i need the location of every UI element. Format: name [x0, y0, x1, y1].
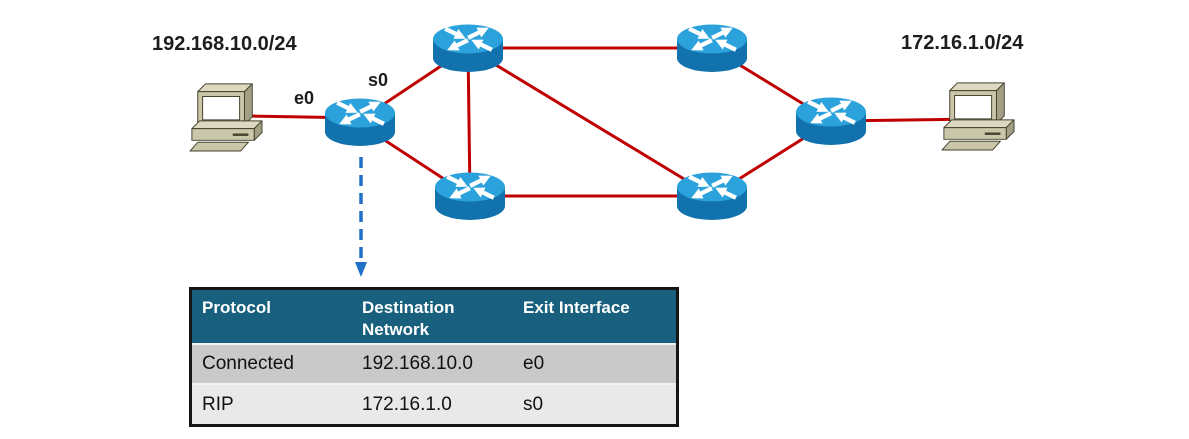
router-icon — [796, 96, 866, 145]
column-header-destination-network: Destination Network — [362, 297, 523, 341]
router-icon — [677, 171, 747, 220]
cell-exit-interface: s0 — [523, 393, 544, 415]
router-icon — [325, 97, 395, 146]
routing-table-header: Protocol Destination Network Exit Interf… — [192, 290, 676, 343]
cell-protocol: RIP — [202, 393, 234, 415]
cell-destination-network: 192.168.10.0 — [362, 353, 473, 374]
table-row: Connected 192.168.10.0 e0 — [192, 343, 676, 383]
link-r2-r5 — [467, 46, 713, 198]
router-icon — [677, 23, 747, 72]
column-header-destination-network-label: Destination Network — [362, 298, 455, 339]
serial-interface-label: s0 — [368, 70, 389, 90]
pc-icon — [941, 82, 1015, 151]
table-row: RIP 172.16.1.0 s0 — [192, 383, 676, 424]
cell-exit-interface: e0 — [523, 353, 545, 374]
ethernet-interface-label: e0 — [294, 88, 315, 108]
left-network-label: 192.168.10.0/24 — [152, 33, 297, 55]
router-icon — [433, 23, 503, 72]
dashed-arrow-icon — [355, 157, 367, 277]
pc-icon — [189, 83, 263, 152]
column-header-exit-interface: Exit Interface — [523, 298, 630, 317]
right-network-label: 172.16.1.0/24 — [901, 32, 1024, 54]
routing-table: Protocol Destination Network Exit Interf… — [189, 287, 679, 427]
cell-destination-network: 172.16.1.0 — [362, 393, 452, 415]
column-header-protocol: Protocol — [202, 298, 271, 317]
link-r2-r4 — [466, 47, 472, 197]
router-icon — [435, 171, 505, 220]
cell-protocol: Connected — [202, 353, 294, 374]
